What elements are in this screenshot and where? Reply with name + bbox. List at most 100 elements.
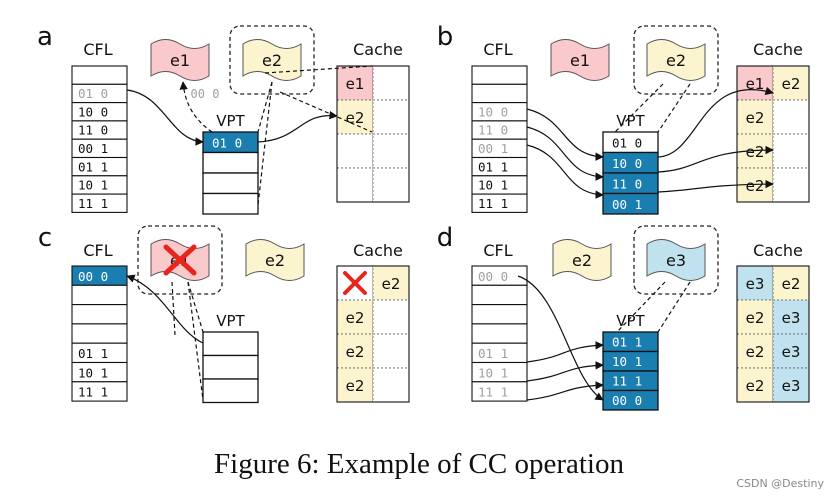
cfl-entry: 10 1	[78, 178, 108, 193]
cfl-entry: 10 0	[78, 104, 108, 119]
cache-cell	[336, 133, 374, 169]
dashed-guide	[187, 281, 204, 333]
cfl-entry: 11 1	[478, 385, 508, 400]
cfl-entry: 01 0	[78, 86, 108, 101]
cache-border	[736, 265, 810, 403]
cache-entry: e1	[346, 75, 365, 93]
vpt-header: VPT	[216, 312, 245, 330]
arrow-cfl-to-vpt	[526, 341, 604, 363]
vpt-entry: 01 1	[612, 335, 642, 350]
cfl-header: CFL	[483, 241, 512, 260]
cfl-row	[471, 323, 528, 344]
vpt-row	[202, 354, 259, 380]
flag-label: e1	[170, 51, 190, 70]
entity-flag-e2	[552, 239, 612, 281]
cfl-row	[71, 323, 128, 344]
cfl-row	[471, 83, 528, 104]
flag-label: e1	[570, 51, 590, 70]
vpt-row	[202, 172, 259, 195]
flag-label: e2	[265, 251, 285, 270]
arrow-cfl-to-vpt	[517, 275, 604, 401]
cfl-entry: 10 1	[478, 365, 508, 380]
cache-cell	[336, 367, 374, 403]
arrow-cfl-to-vpt	[526, 361, 604, 382]
cfl-entry: 11 1	[478, 196, 508, 211]
cfl-row	[71, 284, 128, 306]
vpt-header: VPT	[216, 112, 245, 130]
cache-cell	[772, 167, 810, 203]
cfl-row	[471, 284, 528, 306]
cache-cell	[336, 167, 374, 203]
vpt-entry: 00 1	[612, 197, 642, 212]
selection-box	[229, 25, 315, 95]
vpt-row	[202, 192, 259, 215]
arrow-vpt-to-cache	[257, 111, 338, 143]
cache-cell	[772, 133, 810, 169]
vpt-entry: 10 0	[612, 156, 642, 171]
flag-label: e2	[666, 51, 686, 70]
cache-entry: e2	[346, 309, 365, 327]
cache-entry: e2	[782, 75, 801, 93]
cfl-row	[471, 304, 528, 325]
cfl-entry: 01 1	[78, 159, 108, 174]
cfl-entry: 00 0	[478, 269, 508, 284]
cache-cell	[336, 99, 374, 135]
evicted-x-icon	[343, 271, 367, 295]
cfl-row	[471, 65, 528, 85]
cache-entry: e2	[746, 143, 765, 161]
entity-flag-e2	[242, 39, 302, 81]
cache-cell	[372, 299, 410, 335]
cache-cell	[772, 333, 810, 369]
cfl-header: CFL	[83, 241, 112, 260]
selection-box	[137, 225, 223, 295]
vpt-row	[202, 151, 259, 174]
cfl-header: CFL	[483, 40, 512, 59]
cfl-header: CFL	[83, 40, 112, 59]
cache-entry: e2	[382, 275, 401, 293]
arrow-vpt-to-cache	[657, 179, 774, 193]
vpt-row	[202, 331, 259, 357]
selection-box	[633, 25, 719, 95]
entity-flag-e1	[550, 39, 610, 81]
panel-letter: d	[437, 223, 454, 253]
cache-entry: e2	[746, 309, 765, 327]
dashed-guide	[279, 91, 373, 133]
cfl-entry: 10 0	[478, 104, 508, 119]
cache-cell	[372, 367, 410, 403]
panel-letter: b	[437, 22, 454, 52]
arrow-cfl-to-vpt	[526, 126, 604, 181]
cfl-entry: 00 1	[478, 141, 508, 156]
vpt-header: VPT	[616, 112, 645, 130]
panel-letter: a	[37, 22, 53, 52]
cache-cell	[336, 299, 374, 335]
cfl-entry: 01 1	[478, 159, 508, 174]
cfl-entry: 11 0	[478, 123, 508, 138]
cache-entry: e2	[746, 177, 765, 195]
panel-letter: c	[38, 223, 52, 253]
selection-box	[633, 225, 719, 295]
vpt-entry: 11 1	[612, 374, 642, 389]
cache-entry: e2	[746, 377, 765, 395]
arrow-cfl-to-vpt	[526, 144, 604, 199]
cfl-row	[71, 381, 128, 402]
cfl-entry: 01 1	[78, 346, 108, 361]
cfl-row	[71, 304, 128, 325]
cache-cell	[736, 99, 774, 135]
cache-cell	[372, 265, 410, 301]
cache-entry: e2	[346, 109, 365, 127]
vpt-entry: 01 0	[612, 136, 642, 151]
flag-label: e3	[666, 251, 686, 270]
figure-caption: Figure 6: Example of CC operation	[214, 448, 624, 480]
cfl-entry: 10 1	[78, 365, 108, 380]
cache-entry: e2	[346, 343, 365, 361]
cache-entry: e2	[746, 109, 765, 127]
cache-entry: e2	[782, 275, 801, 293]
vpt-row	[602, 192, 659, 215]
cache-header: Cache	[353, 40, 403, 59]
vpt-entry: 00 0	[612, 393, 642, 408]
cache-cell	[372, 65, 410, 101]
arrow-vpt-to-cache	[657, 86, 774, 158]
cache-cell	[736, 265, 774, 301]
arrow-cfl-to-vpt	[526, 108, 604, 161]
